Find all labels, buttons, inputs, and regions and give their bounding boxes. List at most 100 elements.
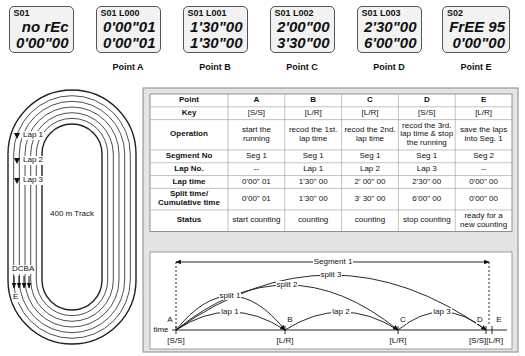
split-arc: [176, 296, 285, 330]
lap-marker: [14, 158, 20, 164]
point-label: Point B: [199, 63, 231, 73]
key-label: [L/R]: [276, 337, 295, 346]
track-lane-line: [36, 118, 107, 315]
table-cell: 0'00" 01: [228, 178, 285, 187]
timeline-box: [150, 252, 512, 349]
table-cell: Lap 2: [342, 165, 399, 174]
row-header: Status: [150, 216, 228, 225]
table-cell: start the running: [228, 126, 285, 144]
split-arc: [176, 285, 398, 330]
time-readout: 1'30"00: [190, 35, 242, 51]
time-readout: 6'00"00: [364, 35, 416, 51]
split-label: split 1: [219, 292, 242, 301]
table-cell: 1'30" 00: [285, 178, 342, 187]
table-row-line: [150, 175, 512, 176]
time-readout: 0'00"01: [103, 19, 155, 35]
track-lane-line: [14, 96, 131, 339]
lap-label: lap 2: [331, 308, 350, 317]
table-cell: counting: [342, 216, 399, 225]
segment-lap-readout: S01 L003: [362, 9, 401, 19]
table-cell: Seg 1: [398, 152, 455, 161]
table-cell: 0'00" 01: [228, 195, 285, 204]
lap-marker: [14, 133, 20, 139]
point-label: Point D: [373, 63, 405, 73]
table-column-line: [228, 94, 229, 232]
track-lane-line: [25, 107, 119, 327]
row-header: Split time/ Cumulative time: [150, 190, 228, 208]
table-column-line: [284, 94, 285, 232]
split-arc: [176, 275, 486, 330]
lap-label: lap 3: [432, 308, 451, 317]
lap-markers: [14, 133, 20, 184]
lcd-screen: S01 L0000'00"010'00"01: [96, 6, 161, 53]
segment-lap-readout: S01 L001: [188, 9, 227, 19]
table-row-line: [150, 106, 512, 107]
lcd-screen: S01 L0022'00"003'30"00: [270, 6, 335, 53]
time-readout: no rEc: [22, 19, 69, 35]
table-cell: 0'00" 00: [455, 195, 512, 204]
table-cell: 6'00" 00: [398, 195, 455, 204]
row-header: Lap No.: [150, 165, 228, 174]
point-arrow: [19, 276, 20, 288]
split-label: split 2: [276, 281, 299, 290]
table-cell: [S/S]: [228, 109, 285, 118]
track-infield: [42, 124, 102, 310]
info-panel: [143, 88, 518, 352]
table-cell: Lap 3: [398, 165, 455, 174]
key-label: [S/S][L/R]: [468, 337, 504, 346]
timeline: [172, 262, 507, 334]
lap-label: Lap 3: [22, 176, 44, 185]
lap-label: lap 1: [220, 308, 239, 317]
column-header: D: [398, 96, 455, 105]
table-row-line: [150, 188, 512, 189]
table-cell: 1'30" 00: [285, 195, 342, 204]
table-column-line: [341, 94, 342, 232]
segment-lap-readout: S01 L002: [275, 9, 314, 19]
time-readout: 3'30"00: [277, 35, 329, 51]
table-cell: recod the 2nd. lap time: [342, 126, 399, 144]
table-cell: [L/R]: [455, 109, 512, 118]
table-row-line: [150, 162, 512, 163]
lcd-screen: S01 L0011'30"001'30"00: [183, 6, 248, 53]
table-cell: Seg 1: [285, 152, 342, 161]
column-header: E: [455, 96, 512, 105]
time-readout: 2'30"00: [364, 19, 416, 35]
table-cell: [L/R]: [285, 109, 342, 118]
column-header: B: [285, 96, 342, 105]
segment-lap-readout: S01: [14, 9, 30, 19]
lcd-screen: S01 L0032'30"006'00"00: [357, 6, 422, 53]
table-cell: counting: [285, 216, 342, 225]
table-row-line: [150, 209, 512, 210]
time-readout: FrEE 95: [449, 19, 505, 35]
time-axis: [172, 330, 507, 331]
segment-lap-readout: S02: [447, 9, 463, 19]
track-lane-line: [31, 113, 114, 322]
time-readout: 0'00"00: [453, 35, 505, 51]
axis-label: time: [152, 326, 169, 335]
dash-guide: [176, 262, 177, 330]
axis-tick: [492, 326, 493, 334]
table-cell: ready for a new counting: [455, 212, 512, 230]
key-label: [S/S]: [166, 337, 185, 346]
point-letter: B: [286, 316, 293, 325]
table-cell: [S/S]: [398, 109, 455, 118]
lcd-screen: S02FrEE 950'00"00: [442, 6, 510, 53]
point-label: Point E: [461, 63, 492, 73]
time-readout: 2'00"00: [277, 19, 329, 35]
key-label: [L/R]: [389, 337, 408, 346]
time-readout: 0'00"01: [103, 35, 155, 51]
table-cell: --: [228, 165, 285, 174]
row-header: Key: [150, 109, 228, 118]
row-header: Operation: [150, 130, 228, 139]
point-letters: DCBA: [11, 265, 35, 274]
point-arrow: [29, 276, 30, 288]
table-cell: save the laps into Seg. 1: [455, 126, 512, 144]
point-letter: C: [399, 316, 407, 325]
lcd-screen: S01no rEc0'00"00: [9, 6, 74, 53]
table-column-line: [398, 94, 399, 232]
table-cell: start counting: [228, 216, 285, 225]
track-name: 400 m Track: [50, 210, 94, 219]
table-cell: Seg 2: [455, 152, 512, 161]
segment-lap-readout: S01 L000: [101, 9, 140, 19]
